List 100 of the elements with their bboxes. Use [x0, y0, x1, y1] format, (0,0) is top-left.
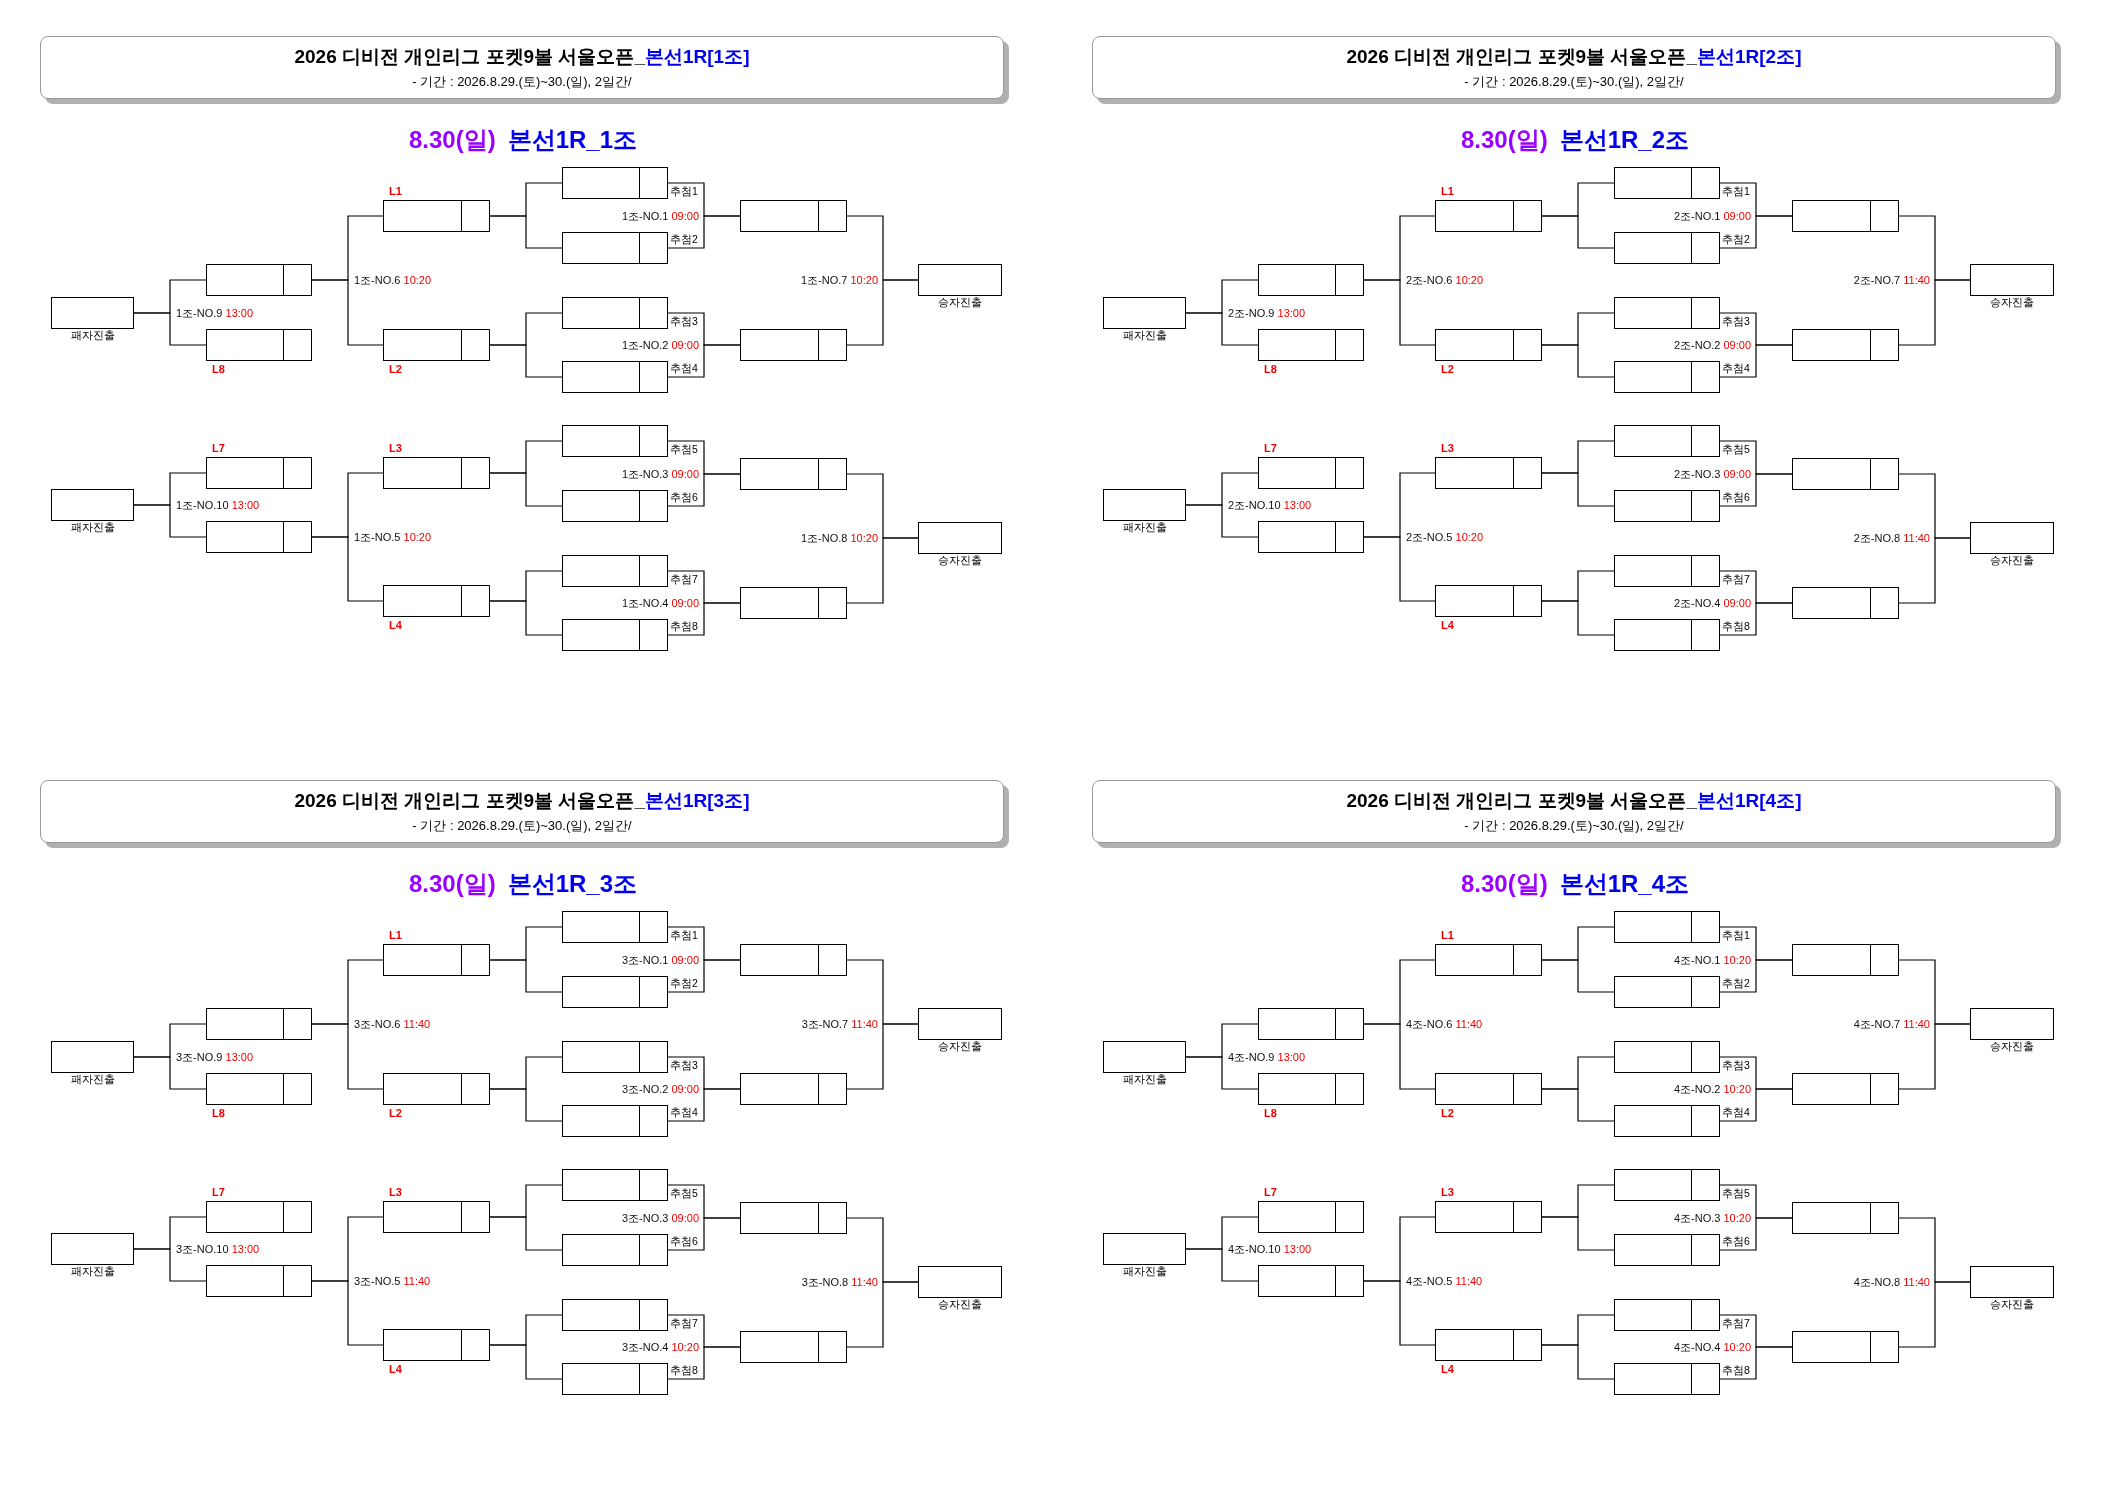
draw-number: 추첨2 — [670, 234, 698, 245]
advance-slot — [918, 1266, 1002, 1298]
match-label: 1조-NO.2 09:00 — [621, 338, 699, 352]
match-label: 3조-NO.2 09:00 — [621, 1082, 699, 1096]
draw-number: 추첨4 — [670, 1107, 698, 1118]
draw-number: 추첨2 — [1722, 234, 1750, 245]
match-label: 1조-NO.3 09:00 — [621, 467, 699, 481]
player-slot — [1792, 944, 1899, 976]
bracket-line — [1719, 344, 1793, 378]
player-slot — [562, 1234, 668, 1266]
slot-caption: 승자진출 — [938, 1041, 982, 1052]
advance-slot — [918, 264, 1002, 296]
bracket-line — [1719, 1088, 1793, 1122]
match-label: 2조-NO.6 10:20 — [1406, 273, 1484, 287]
bracket-line — [489, 1088, 563, 1122]
player-slot — [1258, 1201, 1364, 1233]
bracket-line — [489, 1216, 563, 1251]
match-label: 4조-NO.1 10:20 — [1673, 953, 1751, 967]
match-label: 2조-NO.5 10:20 — [1406, 530, 1484, 544]
player-slot — [1435, 1201, 1542, 1233]
round-heading: 본선1R_1조 — [507, 125, 638, 155]
bracket-line — [489, 600, 563, 636]
bracket-line — [1719, 215, 1793, 249]
bracket-line — [846, 537, 919, 604]
advance-slot — [1103, 297, 1186, 329]
bracket-line — [667, 215, 741, 249]
match-label: 2조-NO.8 11:40 — [1853, 531, 1930, 545]
player-slot — [383, 457, 490, 489]
bracket-line — [1541, 1216, 1615, 1251]
bracket-line — [1541, 344, 1615, 378]
period-text: - 기간 : 2026.8.29.(토)~30.(일), 2일간/ — [412, 817, 632, 835]
player-slot — [1614, 1234, 1720, 1266]
bracket-line — [1541, 215, 1615, 249]
loser-tag: L1 — [389, 186, 402, 197]
bracket-line — [1719, 473, 1793, 507]
bracket-line — [667, 1088, 741, 1122]
player-slot — [1258, 1008, 1364, 1040]
advance-slot — [51, 297, 134, 329]
player-slot — [562, 167, 668, 199]
draw-number: 추첨1 — [670, 930, 698, 941]
title-text: 2026 디비전 개인리그 포켓9볼 서울오픈_ — [294, 790, 645, 811]
bracket-line — [667, 473, 741, 507]
bracket-line — [489, 215, 563, 249]
slot-caption: 승자진출 — [938, 297, 982, 308]
loser-tag: L1 — [389, 930, 402, 941]
loser-tag: L3 — [1441, 443, 1454, 454]
bracket-line — [1541, 959, 1615, 993]
player-slot — [1435, 200, 1542, 232]
player-slot — [1435, 944, 1542, 976]
loser-tag: L4 — [389, 1364, 402, 1375]
draw-number: 추첨1 — [1722, 930, 1750, 941]
player-slot — [562, 1169, 668, 1201]
player-slot — [1614, 619, 1720, 651]
match-label: 4조-NO.7 11:40 — [1853, 1017, 1930, 1031]
player-slot — [1614, 1363, 1720, 1395]
group-title-text: 본선1R[4조] — [1697, 790, 1802, 811]
player-slot — [383, 1201, 490, 1233]
player-slot — [383, 1329, 490, 1361]
advance-slot — [1103, 489, 1186, 521]
draw-number: 추첨1 — [1722, 186, 1750, 197]
match-label: 4조-NO.3 10:20 — [1673, 1211, 1751, 1225]
loser-tag: L4 — [1441, 620, 1454, 631]
match-label: 2조-NO.7 11:40 — [1853, 273, 1930, 287]
bracket-line — [1185, 312, 1259, 346]
match-label: 2조-NO.3 09:00 — [1673, 467, 1751, 481]
loser-tag: L7 — [212, 1187, 225, 1198]
player-slot — [562, 976, 668, 1008]
bracket-line — [133, 312, 207, 346]
player-slot — [740, 1073, 847, 1105]
bracket-line — [489, 344, 563, 378]
slot-caption: 승자진출 — [1990, 1299, 2034, 1310]
draw-number: 추첨3 — [1722, 316, 1750, 327]
player-slot — [562, 1041, 668, 1073]
bracket-line — [1185, 504, 1259, 538]
bracket-line — [311, 1280, 384, 1346]
match-label: 3조-NO.9 13:00 — [176, 1050, 254, 1064]
advance-slot — [918, 1008, 1002, 1040]
bracket-line — [667, 959, 741, 993]
match-label: 2조-NO.1 09:00 — [1673, 209, 1751, 223]
date-heading: 8.30(일) — [1460, 125, 1548, 155]
advance-slot — [918, 522, 1002, 554]
player-slot — [1792, 1202, 1899, 1234]
date-heading: 8.30(일) — [1460, 869, 1548, 899]
match-label: 1조-NO.7 10:20 — [800, 273, 878, 287]
match-label: 1조-NO.1 09:00 — [621, 209, 699, 223]
draw-number: 추첨5 — [670, 1188, 698, 1199]
player-slot — [1792, 200, 1899, 232]
player-slot — [1435, 1329, 1542, 1361]
loser-tag: L8 — [212, 1108, 225, 1119]
draw-number: 추첨4 — [670, 363, 698, 374]
draw-number: 추첨8 — [670, 621, 698, 632]
advance-slot — [1103, 1041, 1186, 1073]
player-slot — [383, 585, 490, 617]
player-slot — [1614, 232, 1720, 264]
bracket-line — [1719, 1346, 1793, 1380]
slot-caption: 승자진출 — [1990, 555, 2034, 566]
player-slot — [1614, 976, 1720, 1008]
draw-number: 추첨8 — [670, 1365, 698, 1376]
loser-tag: L4 — [389, 620, 402, 631]
bracket-line — [1541, 1088, 1615, 1122]
